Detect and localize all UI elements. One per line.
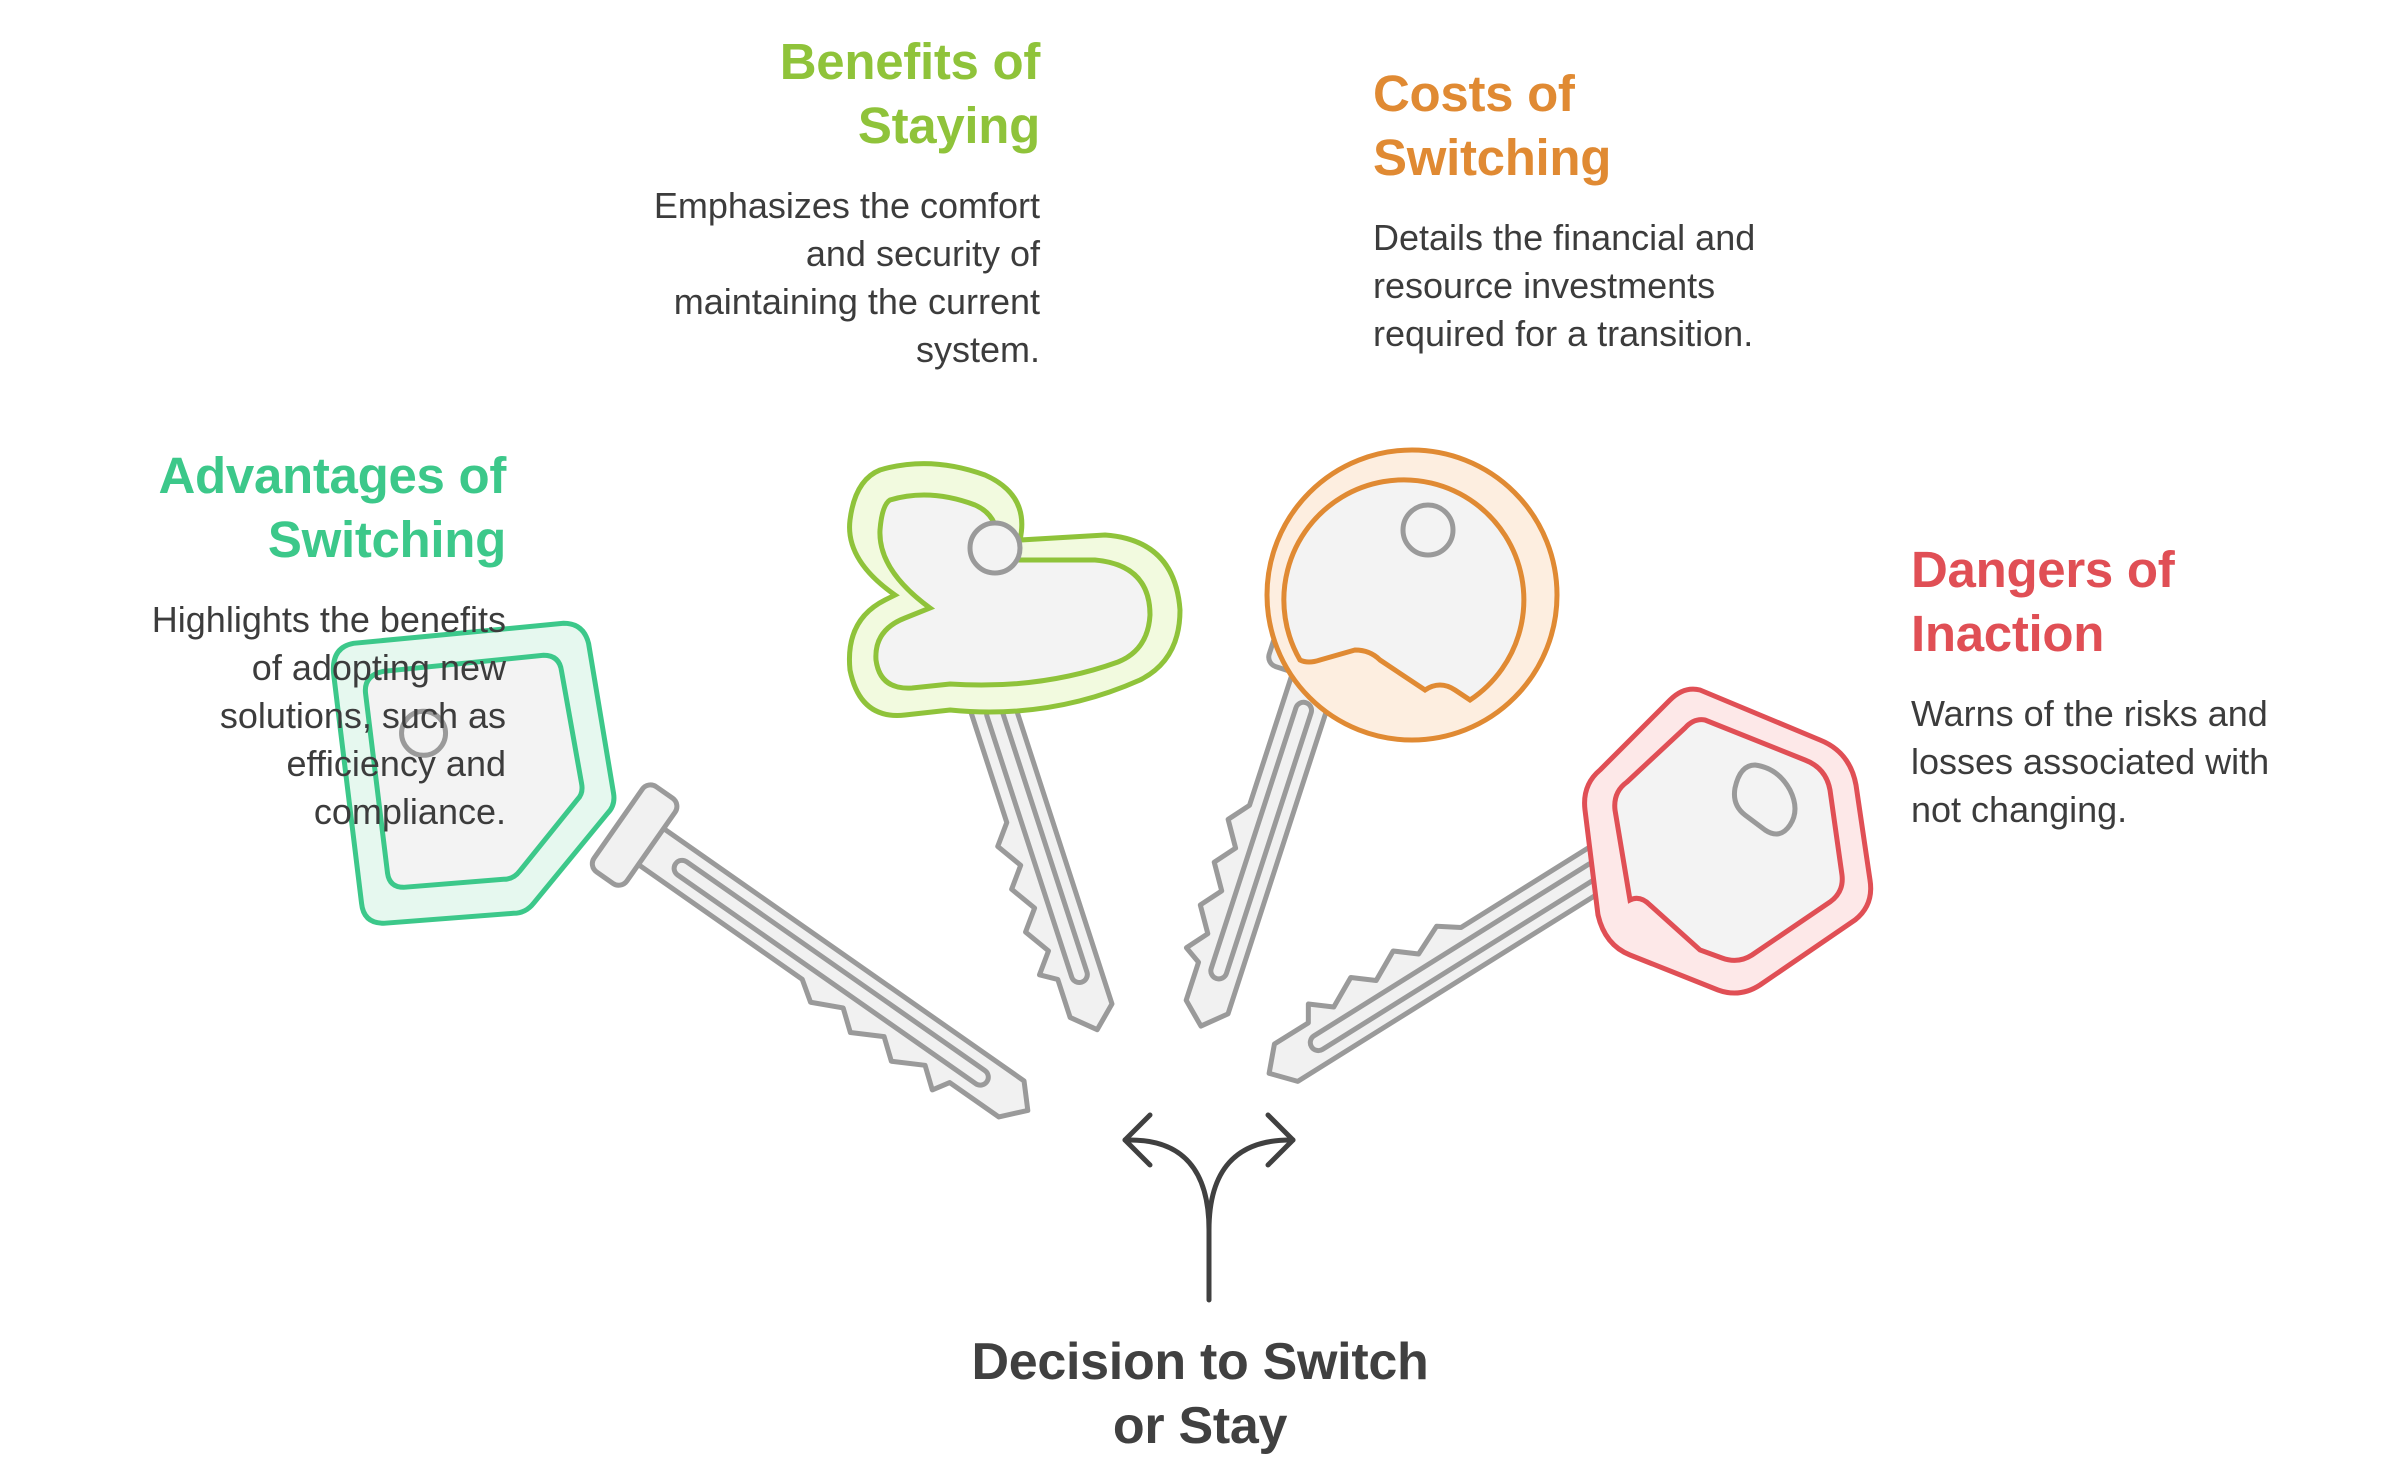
key-head-benefits-of-staying (846, 461, 1183, 718)
option-title: Dangers of Inaction (1911, 541, 2175, 662)
key-blade (1183, 655, 1342, 1029)
key-blade (619, 814, 1031, 1120)
option-title: Advantages of Switching (158, 447, 507, 568)
key-collar (589, 782, 680, 888)
split-arrow-icon (1122, 1112, 1296, 1303)
key-head-costs-of-switching (1264, 447, 1560, 743)
option-costs-of-switching: Costs of Switching Details the financial… (1373, 62, 1933, 358)
option-description: Emphasizes the comfort and security of m… (653, 185, 1040, 370)
option-title: Benefits of Staying (779, 33, 1041, 154)
key-blade (956, 658, 1115, 1033)
option-dangers-of-inaction: Dangers of Inaction Warns of the risks a… (1911, 538, 2331, 834)
key-head-dangers-of-inaction (1582, 686, 1874, 996)
option-description: Highlights the benefits of adopting new … (151, 599, 506, 832)
decision-center-label: Decision to Switch or Stay (900, 1330, 1500, 1458)
option-benefits-of-staying: Benefits of Staying Emphasizes the comfo… (560, 30, 1040, 374)
key-head (330, 620, 617, 926)
option-description: Details the financial and resource inves… (1373, 217, 1756, 354)
center-title: Decision to Switch or Stay (971, 1333, 1429, 1455)
option-advantages-of-switching: Advantages of Switching Highlights the b… (60, 444, 507, 836)
key-advantages-of-switching (330, 620, 1031, 1120)
key-blade (1266, 824, 1648, 1084)
option-description: Warns of the risks and losses associated… (1911, 693, 2270, 830)
option-title: Costs of Switching (1373, 65, 1612, 186)
